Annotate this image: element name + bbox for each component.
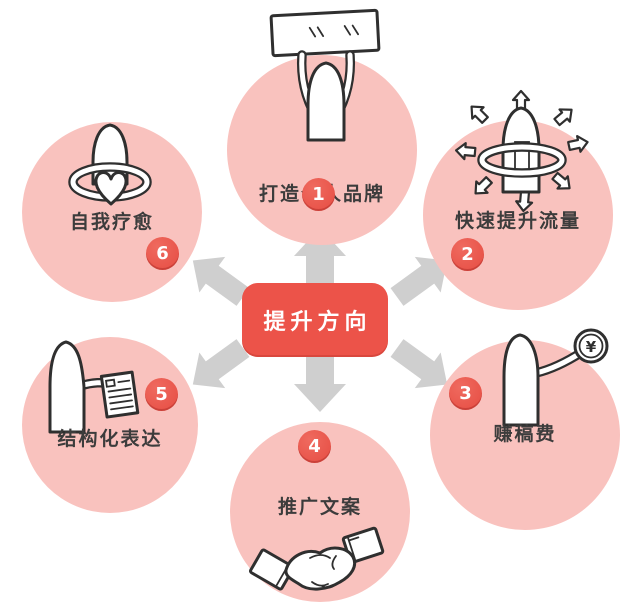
person-hugging-heart-icon — [68, 123, 152, 206]
node-badge-1: 1 — [302, 178, 335, 211]
node-badge-6: 6 — [146, 237, 179, 270]
node-badge-3: 3 — [449, 377, 482, 410]
handshake-icon — [249, 526, 385, 591]
node-circle-6: 自我疗愈 6 — [22, 122, 202, 302]
node-label-5: 结构化表达 — [57, 428, 163, 450]
node-label-3: 赚稿费 — [493, 423, 557, 445]
node-label-6: 自我疗愈 — [69, 211, 154, 233]
coin-symbol: ¥ — [586, 338, 597, 356]
node-circle-4: 推广文案 4 — [230, 422, 410, 602]
node-circle-5: 结构化表达 5 — [22, 337, 198, 513]
node-circle-2: 快速提升流量 2 — [423, 89, 613, 310]
node-badge-5: 5 — [145, 378, 178, 411]
node-badge-2: 2 — [451, 238, 484, 271]
person-holding-sign-icon — [269, 8, 381, 142]
node-label-4: 推广文案 — [277, 496, 362, 518]
figure-radiating-arrows-icon — [454, 89, 591, 213]
node-circle-1: 打造个人品牌 1 — [227, 8, 417, 245]
node-label-2: 快速提升流量 — [454, 210, 581, 232]
person-holding-coin-icon: ¥ — [502, 328, 609, 427]
person-holding-document-icon — [48, 340, 140, 434]
arrow-down — [294, 357, 346, 412]
node-badge-4: 4 — [298, 430, 331, 463]
center-topic: 提升方向 — [242, 283, 388, 357]
node-circle-3: ¥ 赚稿费 3 — [430, 328, 620, 530]
